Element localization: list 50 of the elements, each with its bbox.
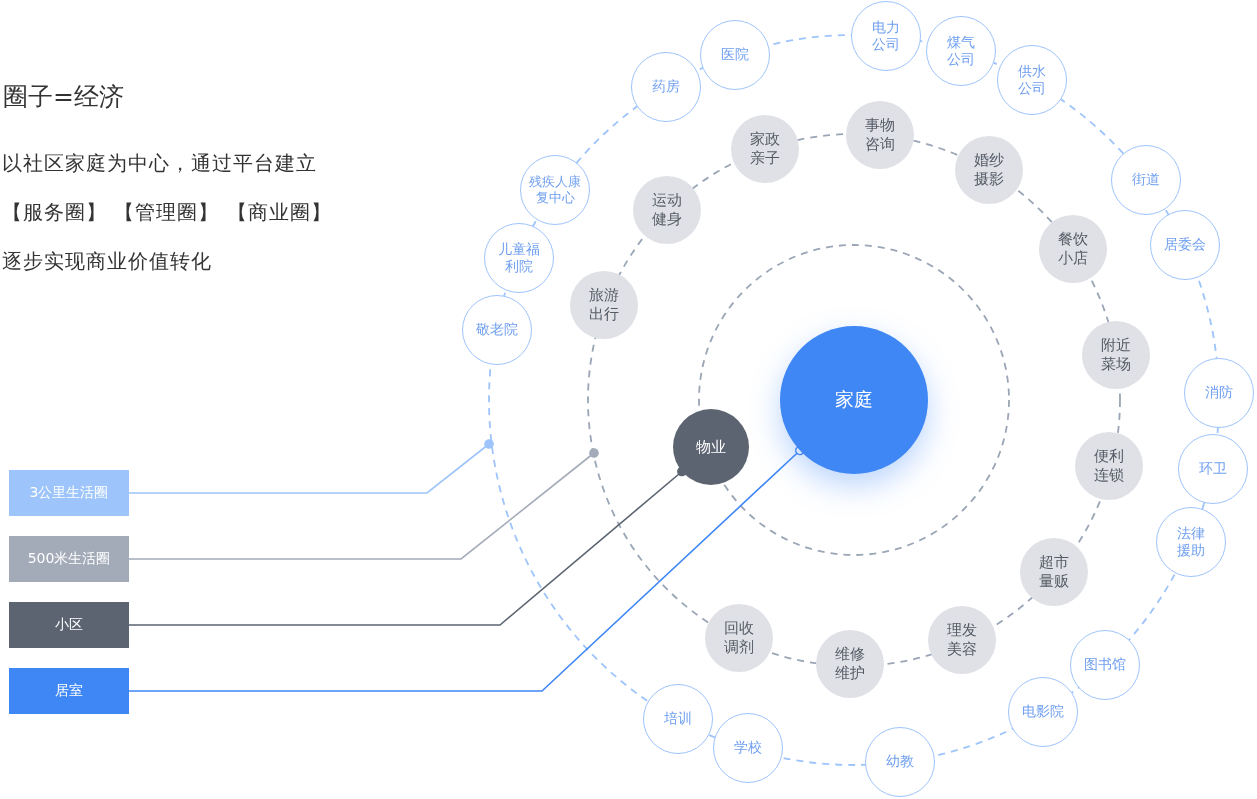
intro-text: 以社区家庭为中心，通过平台建立	[2, 150, 317, 177]
node-label: 图书馆	[1084, 656, 1126, 674]
node-label: 回收调剂	[723, 619, 755, 657]
node-label: 残疾人康复中心	[528, 173, 582, 207]
node-label: 旅游出行	[588, 286, 620, 324]
leader-line	[128, 466, 687, 626]
node-label: 药房	[652, 78, 680, 96]
node-label: 附近菜场	[1100, 336, 1132, 374]
node-label: 物业	[696, 437, 726, 457]
intro-text: 逐步实现商业价值转化	[2, 248, 212, 275]
node-label: 法律援助	[1176, 524, 1206, 560]
range-box	[9, 536, 129, 582]
node-label: 医院	[721, 46, 749, 64]
range-box	[9, 668, 129, 714]
range-label: 小区	[55, 616, 83, 634]
facility-circle	[1070, 630, 1140, 700]
node-label: 学校	[734, 739, 762, 757]
node-label: 煤气公司	[946, 33, 976, 69]
range-label: 500米生活圈	[27, 550, 111, 568]
node-label: 家政亲子	[749, 130, 781, 168]
node-label: 事物咨询	[864, 116, 896, 154]
node-label: 环卫	[1199, 460, 1227, 478]
leader-line	[128, 445, 805, 692]
node-label: 家庭	[835, 388, 873, 412]
range-box	[9, 602, 129, 648]
node-label: 敬老院	[476, 321, 518, 339]
node-label: 街道	[1132, 171, 1160, 189]
leader-line	[128, 448, 599, 560]
intro-text: 【服务圈】 【管理圈】 【商业圈】	[2, 199, 332, 226]
node-label: 电影院	[1022, 703, 1064, 721]
leader-line	[128, 439, 494, 494]
node-label: 便利连锁	[1093, 447, 1125, 485]
range-box	[9, 470, 129, 516]
node-label: 运动健身	[651, 191, 683, 229]
node-label: 理发美容	[946, 621, 978, 659]
node-label: 消防	[1205, 384, 1233, 402]
node-label: 餐饮小店	[1057, 230, 1089, 268]
range-label: 3公里生活圈	[29, 484, 109, 502]
node-label: 培训	[664, 710, 692, 728]
node-label: 供水公司	[1017, 62, 1047, 98]
node-label: 儿童福利院	[497, 240, 541, 276]
range-label: 居室	[55, 682, 83, 700]
node-label: 居委会	[1164, 236, 1206, 254]
node-label: 婚纱摄影	[973, 151, 1005, 189]
node-label: 幼教	[886, 753, 914, 771]
node-label: 维修维护	[834, 645, 866, 683]
facility-circle	[1008, 677, 1078, 747]
node-label: 超市量贩	[1038, 553, 1070, 591]
node-label: 电力公司	[871, 18, 901, 54]
title: 圈子=经济	[3, 81, 124, 113]
